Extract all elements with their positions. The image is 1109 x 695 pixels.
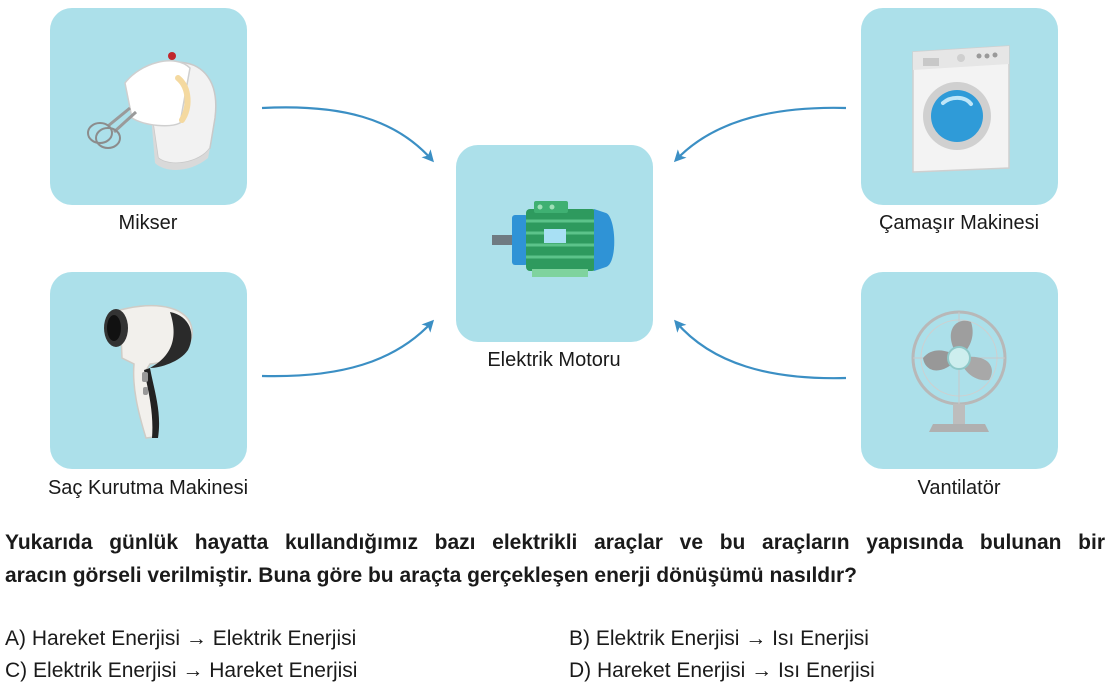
option-to: Hareket Enerjisi <box>209 659 358 682</box>
device-label-fan: Vantilatör <box>917 477 1001 499</box>
option-d[interactable]: D) Hareket Enerjisi → Isı Enerjisi <box>569 659 875 683</box>
option-letter: D) <box>569 659 592 682</box>
option-to: Isı Enerjisi <box>777 659 875 682</box>
option-to: Elektrik Enerjisi <box>212 627 357 650</box>
option-arrow: → <box>751 659 773 682</box>
arrow-washer-to-motor <box>673 106 847 163</box>
connection-arrows <box>261 106 847 380</box>
device-label-mixer: Mikser <box>118 212 178 234</box>
device-label-washing-machine: Çamaşır Makinesi <box>878 212 1040 234</box>
option-letter: B) <box>569 627 590 650</box>
fan-icon <box>911 310 1007 432</box>
option-from: Hareket Enerjisi <box>31 627 181 650</box>
tile-electric-motor <box>456 145 653 342</box>
device-label-hair-dryer: Saç Kurutma Makinesi <box>47 477 249 499</box>
option-from: Elektrik Enerjisi <box>595 627 740 650</box>
center-label-electric-motor: Elektrik Motoru <box>487 349 621 371</box>
mixer-icon <box>87 52 217 170</box>
tile-washing-machine <box>861 8 1058 205</box>
question-text: Yukarıda günlük hayatta kullandığımız ba… <box>5 526 1105 592</box>
option-to: Isı Enerjisi <box>772 627 869 650</box>
arrow-mixer-to-motor <box>261 106 434 163</box>
hair-dryer-icon <box>104 305 193 439</box>
option-from: Elektrik Enerjisi <box>33 659 177 682</box>
question-line-2: aracın görseli verilmiştir. Buna göre bu… <box>5 564 857 587</box>
option-b[interactable]: B) Elektrik Enerjisi → Isı Enerjisi <box>569 627 869 651</box>
option-c[interactable]: C) Elektrik Enerjisi → Hareket Enerjisi <box>5 659 357 683</box>
tile-fan <box>861 272 1058 469</box>
option-from: Hareket Enerjisi <box>597 659 746 682</box>
option-letter: A) <box>5 627 26 650</box>
option-arrow: → <box>185 627 207 650</box>
washing-machine-icon <box>912 45 1010 173</box>
electric-motor-icon <box>492 201 615 277</box>
option-arrow: → <box>182 659 204 682</box>
arrow-fan-to-motor <box>674 319 847 380</box>
tile-mixer <box>50 8 247 205</box>
arrow-dryer-to-motor <box>261 319 435 378</box>
option-arrow: → <box>745 627 767 650</box>
question-line-1: Yukarıda günlük hayatta kullandığımız ba… <box>5 531 1105 554</box>
option-a[interactable]: A) Hareket Enerjisi → Elektrik Enerjisi <box>5 627 356 651</box>
option-letter: C) <box>5 659 28 682</box>
tile-hair-dryer <box>50 272 247 469</box>
